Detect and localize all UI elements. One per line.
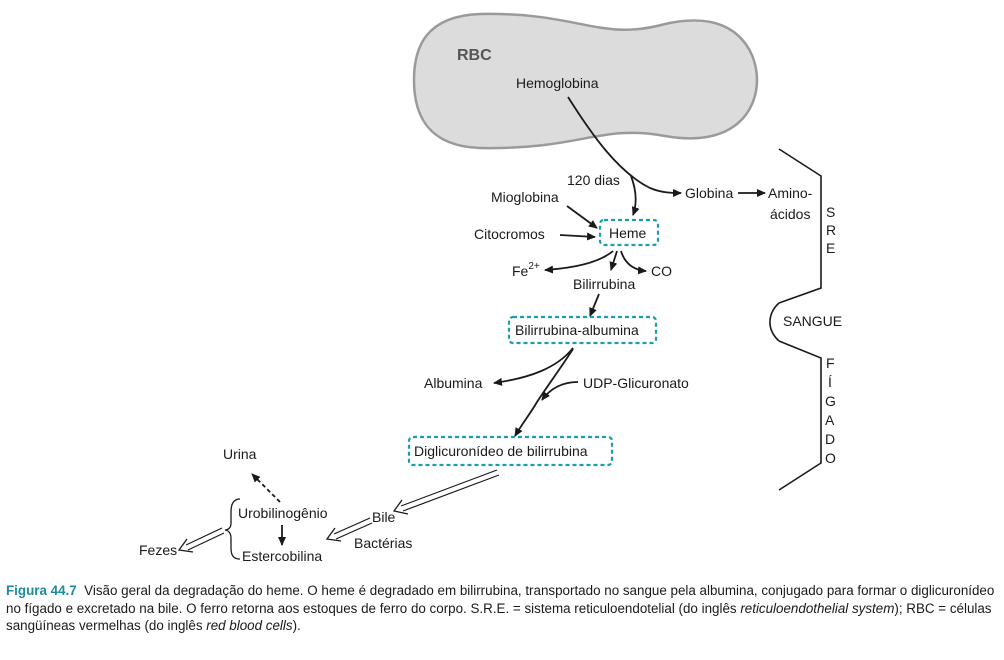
fezes-label: Fezes xyxy=(139,542,177,558)
mioglobina-arrow xyxy=(566,205,598,229)
caption-text-2: ); RBC = células sangüíneas vermelhas (d… xyxy=(6,600,992,634)
aminoacidos-line2: ácidos xyxy=(770,206,810,222)
bile-label: Bile xyxy=(372,509,396,525)
caption-text-1: Visão geral da degradação do heme. O hem… xyxy=(6,583,995,616)
sre-letter: R xyxy=(826,222,836,238)
estercobilina-label: Estercobilina xyxy=(242,548,322,564)
sre-vertical-label: S R E xyxy=(826,204,836,256)
figado-letter: O xyxy=(825,450,836,466)
figado-vertical-label: F Í G A D O xyxy=(825,355,836,466)
citocromos-label: Citocromos xyxy=(474,226,545,242)
caption-text-3: ). xyxy=(292,618,301,633)
urina-label: Urina xyxy=(223,446,257,462)
conjugation-arrow xyxy=(514,348,574,437)
heme-label: Heme xyxy=(609,225,647,241)
co-label: CO xyxy=(651,263,672,279)
heme-to-bilirrubina-arrow xyxy=(609,250,618,271)
caption-italic-1: reticuloendothelial system xyxy=(740,600,895,616)
caption-italic-2: red blood cells xyxy=(206,618,293,633)
figado-letter: A xyxy=(825,412,835,428)
figado-outline xyxy=(778,340,822,491)
urobilinogenio-label: Urobilinogênio xyxy=(238,505,328,521)
albumina-label: Albumina xyxy=(424,375,483,391)
diglicuronideo-to-bile-arrow xyxy=(392,469,500,515)
sre-letter: E xyxy=(826,240,835,256)
rbc-cell: RBC Hemoglobina xyxy=(412,12,759,150)
diglicuronideo-box xyxy=(407,435,614,467)
hemoglobina-label: Hemoglobina xyxy=(516,75,599,91)
urobilinogenio-bracket xyxy=(224,498,241,560)
to-albumina-arrow xyxy=(493,347,574,386)
figado-letter: F xyxy=(826,355,835,371)
citocromos-arrow xyxy=(559,232,596,241)
heme-box xyxy=(598,218,660,247)
fe-symbol: Fe xyxy=(512,263,529,279)
figado-letter: G xyxy=(825,393,836,409)
fe-label: Fe2+ xyxy=(512,261,540,279)
sre-outline xyxy=(778,148,822,304)
mioglobina-label: Mioglobina xyxy=(491,189,559,205)
heme-degradation-diagram: RBC Hemoglobina 120 dias Globina Amino- … xyxy=(139,12,842,564)
hemoglobin-to-globin-arrow xyxy=(567,96,682,197)
udp-glicuronato-label: UDP-Glicuronato xyxy=(583,375,689,391)
bilirrubina-albumina-label: Bilirrubina-albumina xyxy=(515,322,639,338)
aminoacidos-line1: Amino- xyxy=(768,185,813,201)
heme-to-co-arrow xyxy=(620,250,647,275)
figure-label: Figura 44.7 xyxy=(6,583,77,598)
fe-charge: 2+ xyxy=(528,261,540,272)
sre-letter: S xyxy=(826,204,835,220)
hemoglobin-to-heme-arrow xyxy=(630,175,640,216)
to-fezes-arrow xyxy=(177,527,225,553)
rbc-cell-shape xyxy=(412,12,759,150)
bilirrubina-label: Bilirrubina xyxy=(573,276,635,292)
bile-to-urobilinogen-arrow xyxy=(325,517,373,542)
heme-to-fe-arrow xyxy=(544,250,614,274)
bacterias-label: Bactérias xyxy=(354,535,412,551)
bilirrubina-albumina-box xyxy=(507,315,658,345)
diglicuronideo-label: Diglicuronídeo de bilirrubina xyxy=(414,443,588,459)
figado-letter: D xyxy=(825,431,835,447)
globina-label: Globina xyxy=(685,185,733,201)
rbc-title: RBC xyxy=(457,47,492,64)
sangue-bracket xyxy=(769,302,780,342)
sangue-label: SANGUE xyxy=(783,313,842,329)
udp-glicuronato-arrow xyxy=(541,381,579,401)
figado-letter: Í xyxy=(828,374,832,390)
urobilinogen-to-urina-arrow xyxy=(251,473,281,503)
bilirrubina-to-albumina-arrow xyxy=(589,293,600,317)
figure-caption: Figura 44.7 Visão geral da degradação do… xyxy=(6,582,1000,635)
time-label: 120 dias xyxy=(567,172,620,188)
